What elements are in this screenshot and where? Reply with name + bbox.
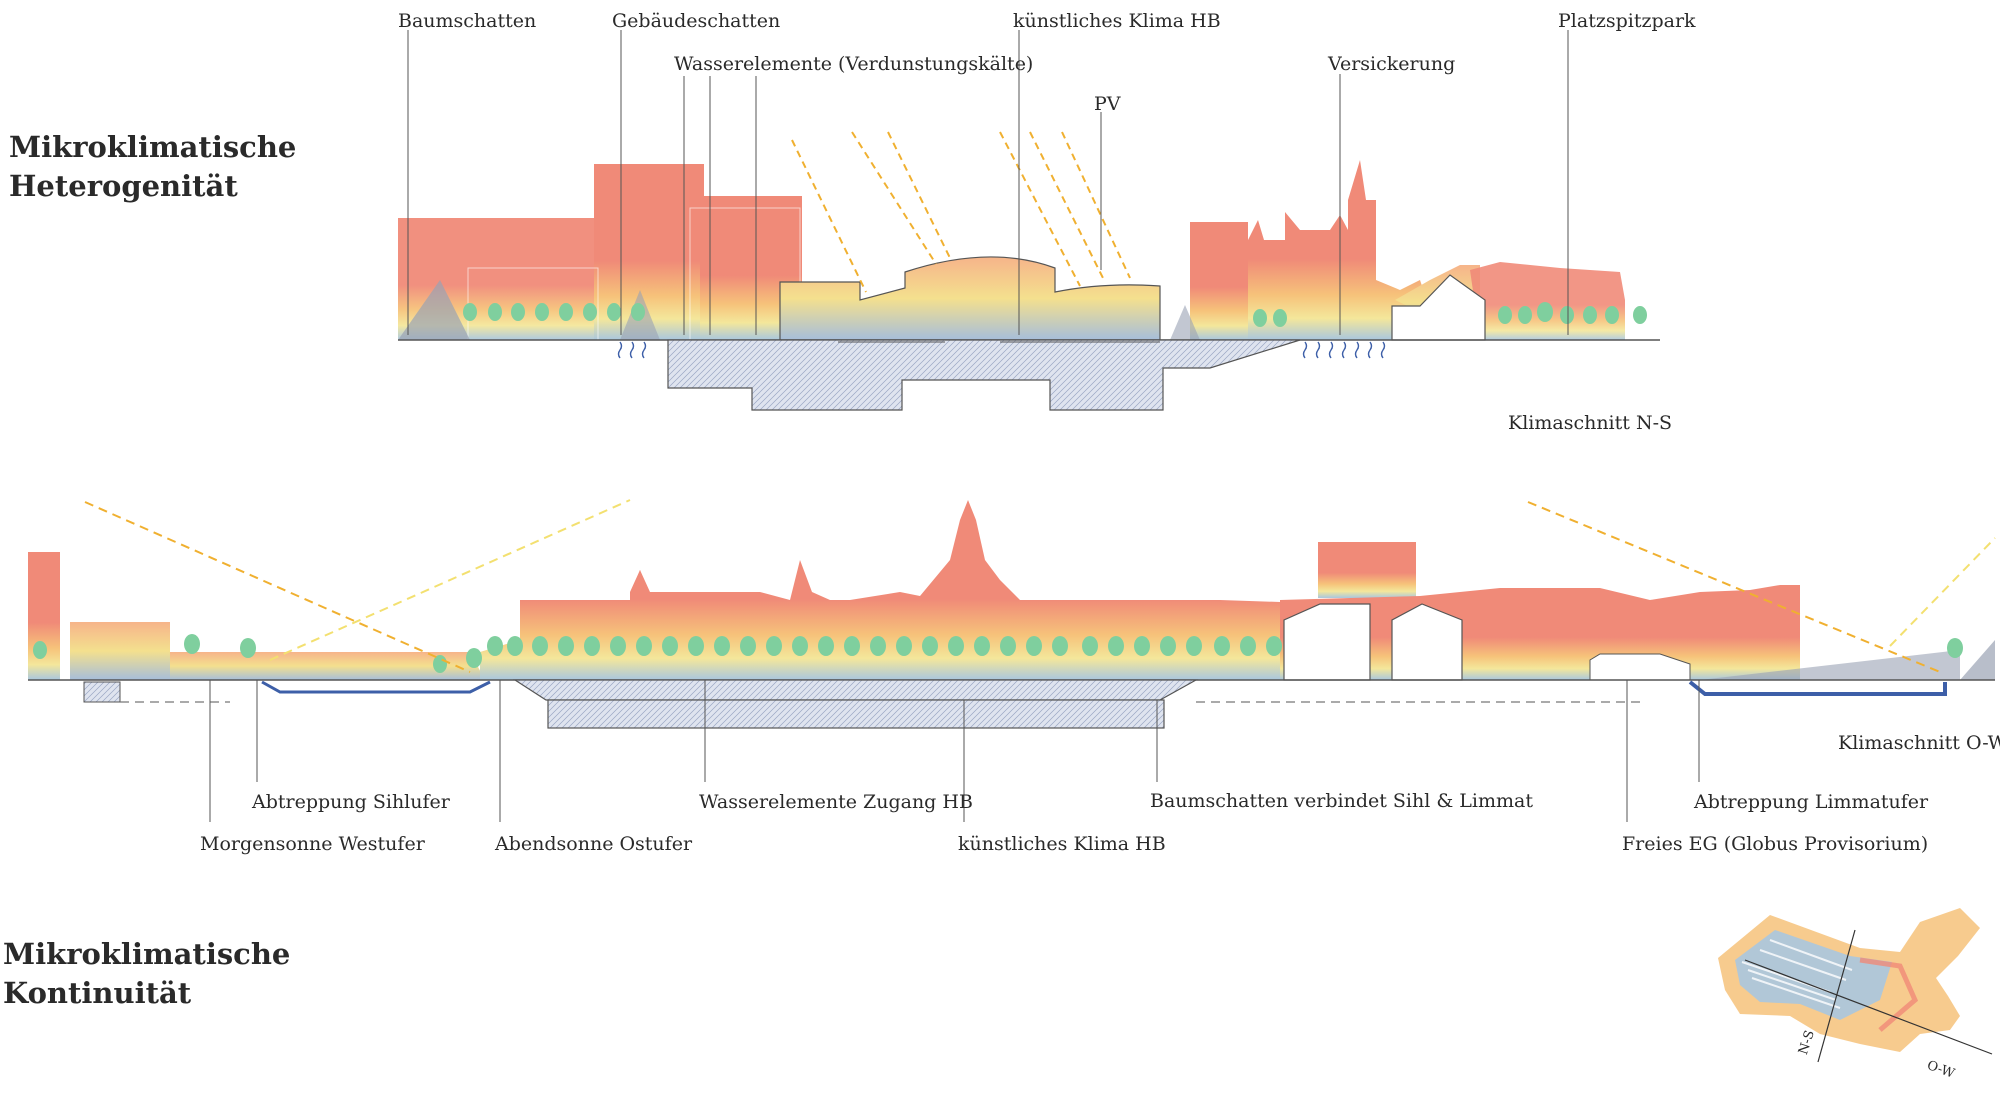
ow-sun-rays	[84, 499, 1996, 673]
caption-klimaschnitt-ns: Klimaschnitt N-S	[1508, 412, 1673, 434]
label-abendsonne-ostufer: Abendsonne Ostufer	[495, 833, 693, 855]
keymap-ow-line	[1744, 959, 1993, 1055]
label-versickerung: Versickerung	[1328, 53, 1456, 75]
leader-lines	[209, 30, 1700, 822]
heading-heterogeneity: Mikroklimatische Heterogenität	[9, 128, 296, 206]
ns-station-hall	[779, 256, 1161, 341]
heading-heterogeneity-line2: Heterogenität	[9, 169, 238, 203]
ow-underground-main	[512, 679, 1199, 701]
label-gebaeudeschatten: Gebäudeschatten	[612, 10, 781, 32]
ow-trees	[33, 634, 1963, 673]
keymap-ns-line	[1817, 929, 1856, 1063]
ow-white-house-1	[1283, 603, 1371, 681]
ow-tower-left	[28, 552, 60, 680]
caption-klimaschnitt-ow: Klimaschnitt O-W	[1838, 732, 2000, 754]
label-kuenstliches-klima-ow: künstliches Klima HB	[958, 833, 1166, 855]
ns-underground	[667, 339, 1301, 411]
heading-heterogeneity-line1: Mikroklimatische	[9, 130, 297, 164]
label-pv: PV	[1094, 93, 1121, 115]
ns-building-right-block	[1190, 222, 1248, 340]
ow-underground-left	[83, 681, 121, 703]
ow-white-house-2	[1391, 603, 1463, 681]
label-platzspitzpark: Platzspitzpark	[1558, 10, 1696, 32]
ns-trees	[463, 302, 1647, 327]
ns-water-symbols	[617, 341, 1386, 359]
ns-church	[1248, 160, 1440, 340]
label-freies-eg: Freies EG (Globus Provisorium)	[1622, 833, 1929, 855]
label-baumschatten-verbindet: Baumschatten verbindet Sihl & Limmat	[1150, 790, 1533, 812]
heading-continuity-line1: Mikroklimatische	[3, 937, 291, 971]
label-wasserelemente-zugang: Wasserelemente Zugang HB	[699, 791, 973, 813]
ow-river-limmat	[1688, 680, 1947, 696]
ow-underground-lower	[547, 699, 1165, 729]
heading-continuity-line2: Kontinuität	[3, 976, 192, 1010]
section-ns-drawing	[398, 131, 1660, 411]
label-morgensonne-westufer: Morgensonne Westufer	[200, 833, 425, 855]
section-ow-drawing	[28, 499, 1996, 729]
site-key-map	[1718, 908, 1993, 1063]
ow-old-town	[480, 500, 1285, 680]
label-baumschatten: Baumschatten	[398, 10, 537, 32]
label-wasserelemente-verdunstung: Wasserelemente (Verdunstungskälte)	[674, 53, 1034, 75]
ow-river-sihl	[261, 680, 491, 694]
heading-continuity: Mikroklimatische Kontinuität	[3, 935, 290, 1013]
ow-building-right-1	[1318, 542, 1416, 598]
label-abtreppung-sihlufer: Abtreppung Sihlufer	[252, 791, 450, 813]
ns-sun-rays	[791, 131, 1131, 293]
label-abtreppung-limmatufer: Abtreppung Limmatufer	[1694, 791, 1929, 813]
label-kuenstliches-klima-ns: künstliches Klima HB	[1013, 10, 1221, 32]
